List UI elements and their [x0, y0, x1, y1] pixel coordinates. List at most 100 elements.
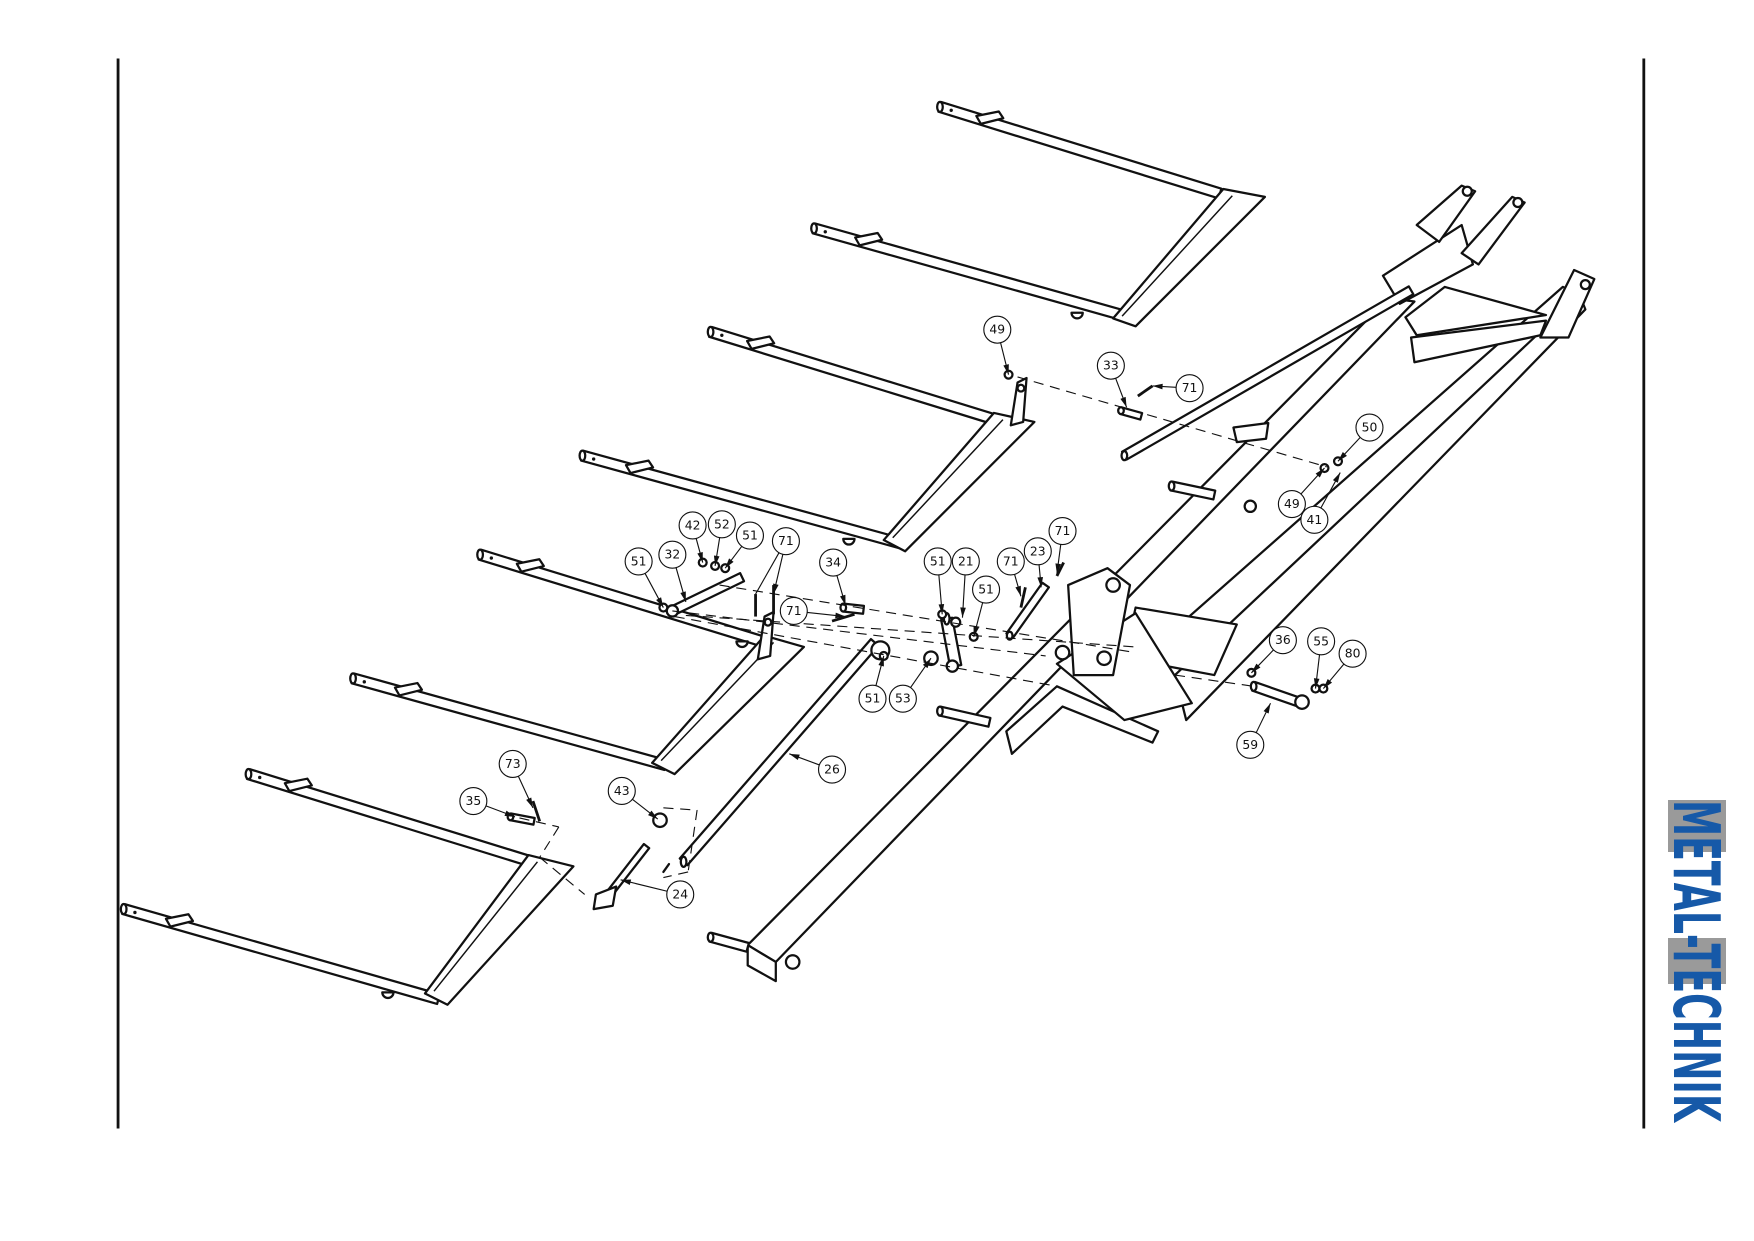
callout-23: 23: [1023, 537, 1052, 588]
pin-33-end: [1117, 406, 1125, 416]
leader-arrow-icon: [1337, 451, 1347, 462]
tine-hole: [489, 556, 494, 560]
callout-circle: [923, 547, 952, 576]
callout-number: 53: [895, 692, 911, 706]
rake-tine-bottom-end: [810, 222, 818, 235]
tine-hole: [362, 680, 366, 684]
leader-arrow-icon: [620, 879, 632, 885]
callout-number: 71: [1182, 381, 1198, 395]
cotter-pin: [831, 612, 855, 623]
callout-number: 71: [786, 604, 802, 618]
callout-circle: [1355, 413, 1384, 442]
leader-arrow-icon: [1037, 576, 1044, 588]
rake-tine-top-end: [706, 325, 715, 339]
leader-arrow-icon: [504, 810, 515, 817]
mount-tab: [381, 991, 395, 1000]
callout-number: 36: [1275, 633, 1291, 647]
callout-number: 51: [631, 554, 647, 568]
leader-arrow-icon: [725, 558, 734, 569]
hitch-hole: [1461, 185, 1473, 197]
callout-number: 51: [978, 583, 994, 597]
callout-21: 21: [951, 547, 980, 618]
callout-49: 49: [1277, 467, 1325, 519]
pin-head: [1294, 694, 1310, 710]
callout-number: 55: [1313, 634, 1329, 648]
link-rod-26: [678, 637, 880, 867]
callout-73: 73: [498, 749, 534, 809]
nut-43: [652, 812, 668, 829]
callout-33: 33: [1096, 351, 1128, 408]
tine-hole: [823, 230, 827, 234]
assembly-line: [539, 826, 560, 858]
tine-plate: [624, 459, 655, 475]
callout-number: 71: [1003, 554, 1019, 568]
callout-circle: [459, 787, 488, 816]
callout-43: 43: [607, 776, 659, 820]
leader-arrow-icon: [1003, 364, 1009, 375]
leader-arrow-icon: [648, 810, 658, 820]
callout-number: 33: [1103, 359, 1119, 373]
callout-circle: [1338, 639, 1367, 668]
callout-circle: [1307, 627, 1336, 656]
stub-axle-end: [1167, 480, 1176, 492]
callout-circle: [1236, 730, 1265, 759]
rake-tine-bottom-end: [578, 449, 587, 462]
logo-m-box: [1668, 800, 1726, 852]
callout-number: 26: [824, 763, 840, 777]
leader-arrow-icon: [1313, 678, 1320, 689]
cross-plate: [1404, 285, 1548, 337]
pivot-hole: [1054, 644, 1071, 661]
callout-number: 34: [825, 556, 841, 570]
callout-circle: [888, 684, 917, 713]
pivot-hole: [1105, 577, 1121, 593]
callout-circle: [951, 547, 980, 576]
clevis: [592, 885, 618, 911]
callout-circle: [666, 880, 695, 909]
callout-71: 71: [779, 596, 846, 626]
leader-arrow-icon: [713, 555, 720, 566]
leader-arrow-icon: [773, 583, 779, 595]
rake-tine-top-end: [476, 548, 485, 561]
leader-arrow-icon: [1015, 585, 1021, 597]
callout-number: 59: [1242, 738, 1258, 752]
callout-71: 71: [996, 547, 1025, 597]
callout-number: 42: [685, 518, 701, 532]
callout-number: 49: [1284, 497, 1300, 511]
callout-number: 71: [778, 534, 794, 548]
callout-number: 32: [665, 548, 681, 562]
callout-number: 71: [1055, 524, 1071, 538]
callout-number: 52: [714, 517, 730, 531]
callout-circle: [1300, 505, 1329, 534]
assembly-line: [1017, 376, 1327, 468]
tube: [662, 862, 671, 874]
leader-arrow-icon: [960, 607, 966, 618]
mount-tab: [1070, 311, 1084, 320]
rake-tine-top-end: [244, 767, 253, 781]
callout-circle: [735, 521, 765, 550]
callout-circle: [498, 749, 527, 779]
tine-plate: [975, 110, 1005, 125]
callout-circle: [658, 540, 687, 569]
rake-arm-edge: [892, 419, 1004, 539]
callout-51: 51: [858, 655, 887, 713]
pivot-plate: [1067, 567, 1132, 677]
leader-arrow-icon: [1323, 679, 1333, 689]
stub-axle-end: [936, 705, 944, 717]
callout-number: 51: [930, 554, 946, 568]
tine-hole: [258, 775, 262, 780]
callout-59: 59: [1236, 702, 1272, 759]
leader-arrow-icon: [973, 626, 979, 637]
assembly-line: [685, 614, 1136, 648]
assembly-line: [672, 610, 1046, 657]
leader-arrow-icon: [1315, 468, 1325, 478]
callout-36: 36: [1251, 626, 1297, 674]
beam-stub-axle: [708, 931, 751, 953]
callout-circle: [817, 755, 847, 784]
callout-number: 50: [1362, 421, 1378, 435]
callout-42: 42: [678, 511, 707, 563]
callout-50: 50: [1337, 413, 1384, 462]
callout-35: 35: [459, 787, 516, 818]
assembly-lines: [519, 376, 1327, 895]
